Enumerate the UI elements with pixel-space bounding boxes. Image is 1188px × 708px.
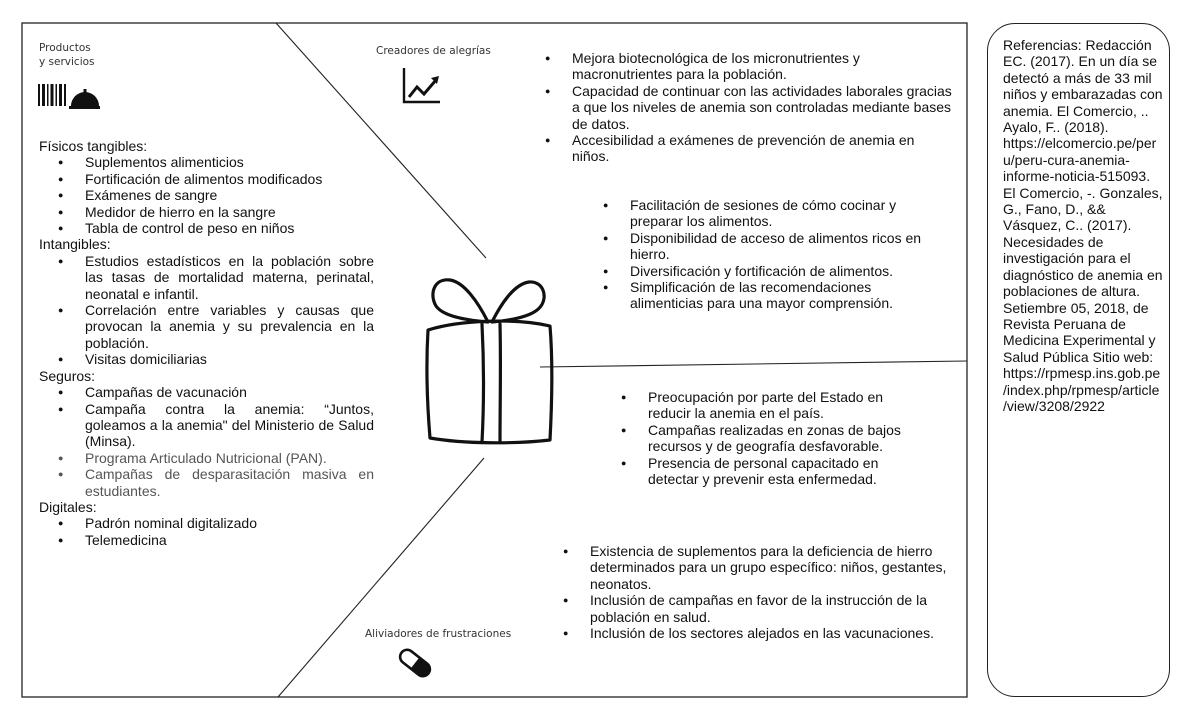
insurance-list: Campañas de vacunación Campaña contra la… <box>39 384 374 499</box>
list-item: Correlación entre variables y causas que… <box>58 302 374 351</box>
rising-chart-icon <box>402 68 440 104</box>
list-item: Estudios estadísticos en la población so… <box>58 253 374 302</box>
references-text: Referencias: Redacción EC. (2017). En un… <box>1003 37 1163 414</box>
list-item: Inclusión de campañas en favor de la ins… <box>563 592 950 625</box>
list-item: Simplificación de las recomendaciones al… <box>603 279 945 312</box>
list-item: Facilitación de sesiones de cómo cocinar… <box>603 197 945 230</box>
products-label-line2: y servicios <box>39 56 95 68</box>
gain-creators-secondary-list: Facilitación de sesiones de cómo cocinar… <box>600 197 945 312</box>
pill-icon <box>398 648 432 678</box>
gain-creators-secondary-block: Facilitación de sesiones de cómo cocinar… <box>600 197 945 312</box>
list-item: Campañas realizadas en zonas de bajos re… <box>621 422 928 455</box>
center-block: Preocupación por parte del Estado en red… <box>618 389 928 487</box>
products-label: Productos y servicios <box>39 41 95 69</box>
list-item: Medidor de hierro en la sangre <box>58 204 374 221</box>
tangible-list: Suplementos alimenticios Fortificación d… <box>39 154 374 236</box>
diagonal-top-divider <box>275 22 487 259</box>
list-item: Disponibilidad de acceso de alimentos ri… <box>603 230 945 263</box>
horizontal-divider <box>539 360 968 368</box>
intangible-list: Estudios estadísticos en la población so… <box>39 253 374 368</box>
canvas-frame <box>21 22 968 698</box>
category-title: Físicos tangibles: <box>39 138 148 154</box>
list-item: Programa Articulado Nutricional (PAN). <box>58 450 374 467</box>
list-item: Capacidad de continuar con las actividad… <box>545 83 952 132</box>
list-item: Visitas domiciliarias <box>58 351 374 368</box>
pain-relievers-block: Existencia de suplementos para la defici… <box>560 543 950 642</box>
list-item: Campañas de vacunación <box>58 384 374 401</box>
list-item: Suplementos alimenticios <box>58 154 374 171</box>
list-item: Campaña contra la anemia: “Juntos, golea… <box>58 401 374 450</box>
list-item: Tabla de control de peso en niños <box>58 220 374 237</box>
list-item: Fortificación de alimentos modificados <box>58 171 374 188</box>
gain-creators-primary-list: Mejora biotecnológica de los micronutrie… <box>542 50 952 165</box>
center-list: Preocupación por parte del Estado en red… <box>618 389 928 487</box>
barcode-bell-icon <box>38 84 100 109</box>
list-item: Exámenes de sangre <box>58 187 374 204</box>
list-item: Telemedicina <box>58 532 374 549</box>
list-item: Inclusión de los sectores alejados en la… <box>563 625 950 642</box>
list-item: Campañas de desparasitación masiva en es… <box>58 466 374 499</box>
list-item: Padrón nominal digitalizado <box>58 515 374 532</box>
references-box <box>987 23 1170 697</box>
digital-list: Padrón nominal digitalizado Telemedicina <box>39 515 374 548</box>
category-title: Seguros: <box>39 367 96 384</box>
category-title: Intangibles: <box>39 236 111 253</box>
list-item: Diversificación y fortificación de alime… <box>603 263 945 280</box>
diagonal-bottom-divider <box>277 457 485 698</box>
list-item: Mejora biotecnológica de los micronutrie… <box>545 50 952 83</box>
gain-creators-primary-block: Mejora biotecnológica de los micronutrie… <box>542 50 952 165</box>
list-item: Presencia de personal capacitado en dete… <box>621 455 928 488</box>
category-title: Digitales: <box>39 498 97 515</box>
pain-relievers-label: Aliviadores de frustraciones <box>365 628 512 640</box>
products-label-line1: Productos <box>39 42 91 54</box>
list-item: Accesibilidad a exámenes de prevención d… <box>545 132 952 165</box>
list-item: Existencia de suplementos para la defici… <box>563 543 950 592</box>
list-item: Preocupación por parte del Estado en red… <box>621 389 928 422</box>
gain-creators-label: Creadores de alegrías <box>376 45 491 57</box>
products-list-block: Físicos tangibles: Suplementos alimentic… <box>39 138 374 549</box>
pain-relievers-list: Existencia de suplementos para la defici… <box>560 543 950 642</box>
gift-icon <box>425 278 554 445</box>
